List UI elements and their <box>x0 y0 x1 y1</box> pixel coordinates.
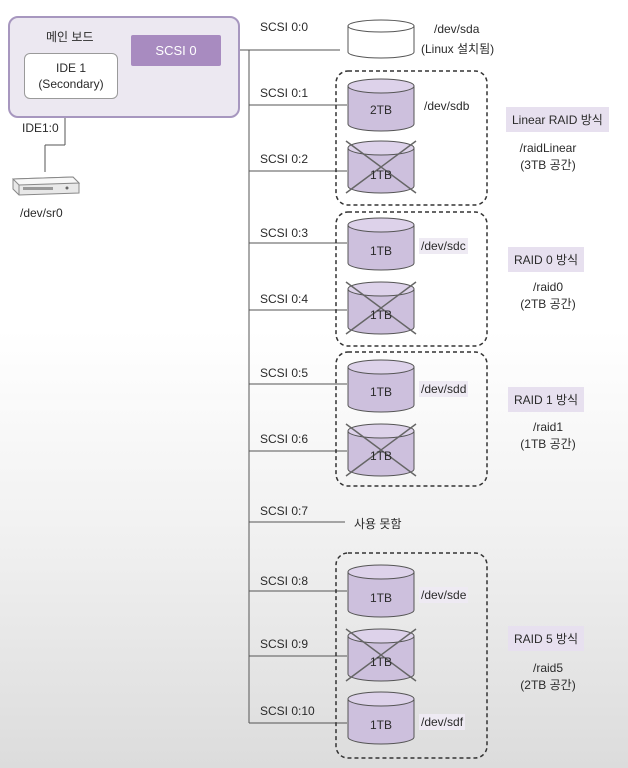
cdrom-device-label: /dev/sr0 <box>20 206 63 220</box>
raid0-space: (2TB 공간) <box>520 297 576 311</box>
scsi-port-label: SCSI 0:6 <box>260 432 309 446</box>
failed-disk-cylinder <box>345 628 417 682</box>
raid-group-raid5 <box>335 552 488 759</box>
disk-cylinders <box>345 78 417 745</box>
raid0-path: /raid0 <box>532 280 564 294</box>
scsi-port-label: SCSI 0:2 <box>260 152 309 166</box>
raid-linear-space: (3TB 공간) <box>520 158 576 172</box>
disk-size-label: 1TB <box>369 655 392 669</box>
device-label-sdd: /dev/sdd <box>419 381 469 397</box>
disk-size-label: 1TB <box>369 385 392 399</box>
raid-linear-title: Linear RAID 방식 <box>506 107 609 132</box>
failure-cross-mark <box>345 423 417 477</box>
disk-sda-note: (Linux 설치됨) <box>421 42 495 56</box>
scsi-controller: SCSI 0 <box>131 35 221 66</box>
raid5-space: (2TB 공간) <box>520 678 576 692</box>
failed-disk-cylinder <box>345 423 417 477</box>
disk-sda-cylinder <box>347 19 415 59</box>
disk-size-label: 1TB <box>369 308 392 322</box>
device-label-sdf: /dev/sdf <box>419 714 466 730</box>
ide-label: IDE 1 <box>55 61 86 75</box>
disk-size-label: 1TB <box>369 718 392 732</box>
scsi-bus <box>44 49 347 724</box>
ide-controller: IDE 1 (Secondary) <box>24 53 118 99</box>
scsi-port-label: SCSI 0:9 <box>260 637 309 651</box>
scsi-port-label: SCSI 0:3 <box>260 226 309 240</box>
raid5-path: /raid5 <box>532 661 564 675</box>
cdrom-drive-icon <box>11 176 81 196</box>
ide-port-label: IDE1:0 <box>22 121 59 135</box>
raid1-title: RAID 1 방식 <box>508 387 585 412</box>
raid1-space: (1TB 공간) <box>520 437 576 451</box>
disk-size-label: 2TB <box>369 103 392 117</box>
raid5-title: RAID 5 방식 <box>508 626 585 651</box>
raid-linear-path: /raidLinear <box>519 141 577 155</box>
disk-cylinder <box>347 691 415 745</box>
device-label-sde: /dev/sde <box>419 587 469 603</box>
scsi-port-label: SCSI 0:8 <box>260 574 309 588</box>
disk-cylinder <box>347 564 415 618</box>
raid0-title: RAID 0 방식 <box>508 247 585 272</box>
failed-disk-cylinder <box>345 140 417 194</box>
main-board-title: 메인 보드 <box>46 30 94 44</box>
failure-cross-mark <box>345 281 417 335</box>
failure-cross-mark <box>345 628 417 682</box>
failure-cross-mark <box>345 140 417 194</box>
disk-sda-device: /dev/sda <box>434 22 480 36</box>
scsi-port-label: SCSI 0:7 <box>260 504 309 518</box>
device-label-sdc: /dev/sdc <box>419 238 468 254</box>
disk-size-label: 1TB <box>369 244 392 258</box>
scsi-port-label: SCSI 0:5 <box>260 366 309 380</box>
disk-size-label: 1TB <box>369 168 392 182</box>
scsi-port-label: SCSI 0:10 <box>260 704 315 718</box>
raid-group-raid0 <box>335 211 488 347</box>
scsi-port-label: SCSI 0:4 <box>260 292 309 306</box>
disk-size-label: 1TB <box>369 449 392 463</box>
raid-groups <box>335 70 488 759</box>
disk-size-label: 1TB <box>369 591 392 605</box>
unused-port-note: 사용 못함 <box>354 517 402 531</box>
scsi-port-label: SCSI 0:0 <box>260 20 309 34</box>
ide-secondary-label: (Secondary) <box>38 77 104 91</box>
failed-disk-cylinder <box>345 281 417 335</box>
raid-group-linear <box>335 70 488 206</box>
disk-cylinder <box>347 217 415 271</box>
scsi-port-label: SCSI 0:1 <box>260 86 309 100</box>
raid-group-raid1 <box>335 351 488 487</box>
raid1-path: /raid1 <box>532 420 564 434</box>
disk-cylinder <box>347 78 415 132</box>
device-label-sdb: /dev/sdb <box>424 99 470 113</box>
disk-cylinder <box>347 359 415 413</box>
